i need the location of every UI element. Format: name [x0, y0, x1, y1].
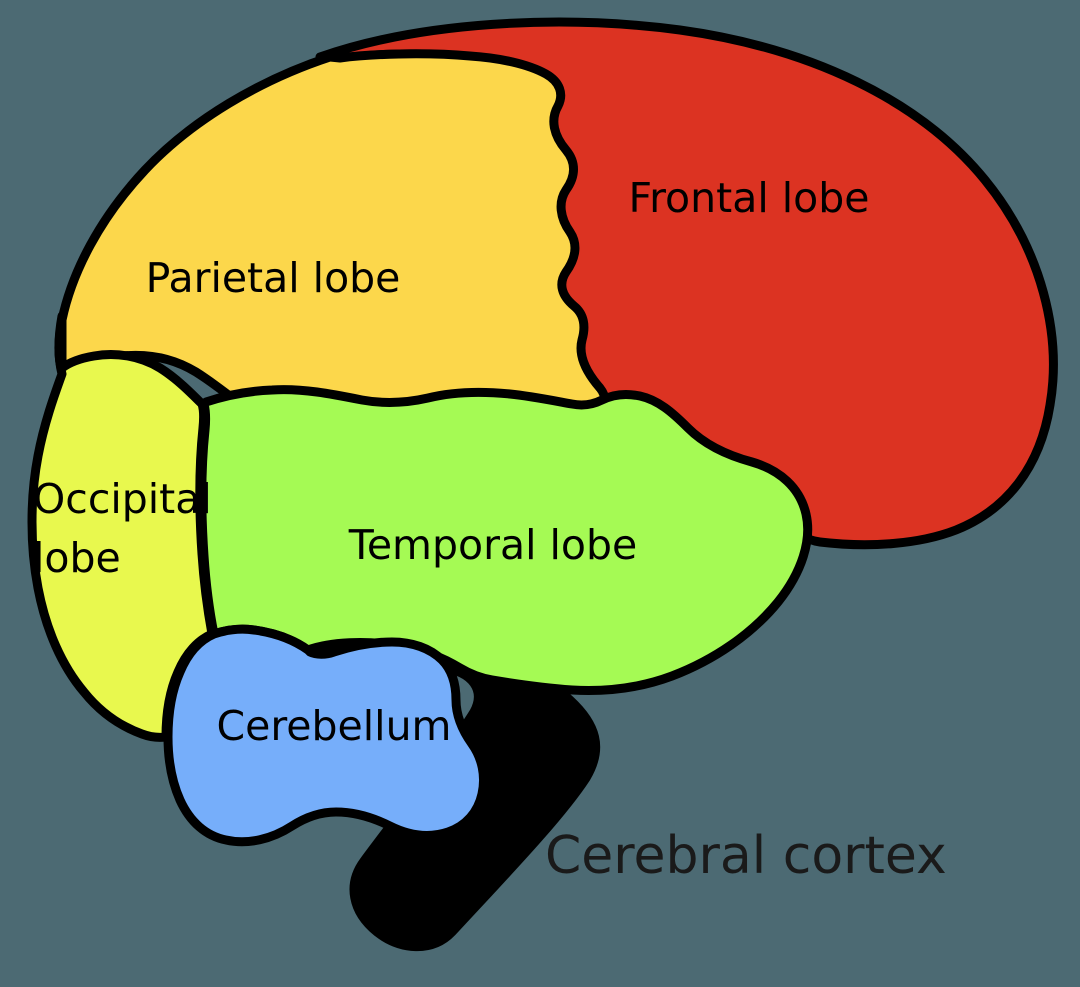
figure-title: Cerebral cortex	[545, 826, 947, 886]
region-label-occipital-line1: Occipital	[33, 475, 212, 523]
region-label-occipital-line2: lobe	[33, 534, 121, 582]
region-label-frontal: Frontal lobe	[629, 174, 870, 222]
region-label-parietal: Parietal lobe	[146, 254, 401, 302]
region-label-temporal: Temporal lobe	[348, 521, 637, 569]
region-label-cerebellum: Cerebellum	[217, 702, 452, 750]
region-shape-cerebellum[interactable]	[163, 624, 489, 847]
